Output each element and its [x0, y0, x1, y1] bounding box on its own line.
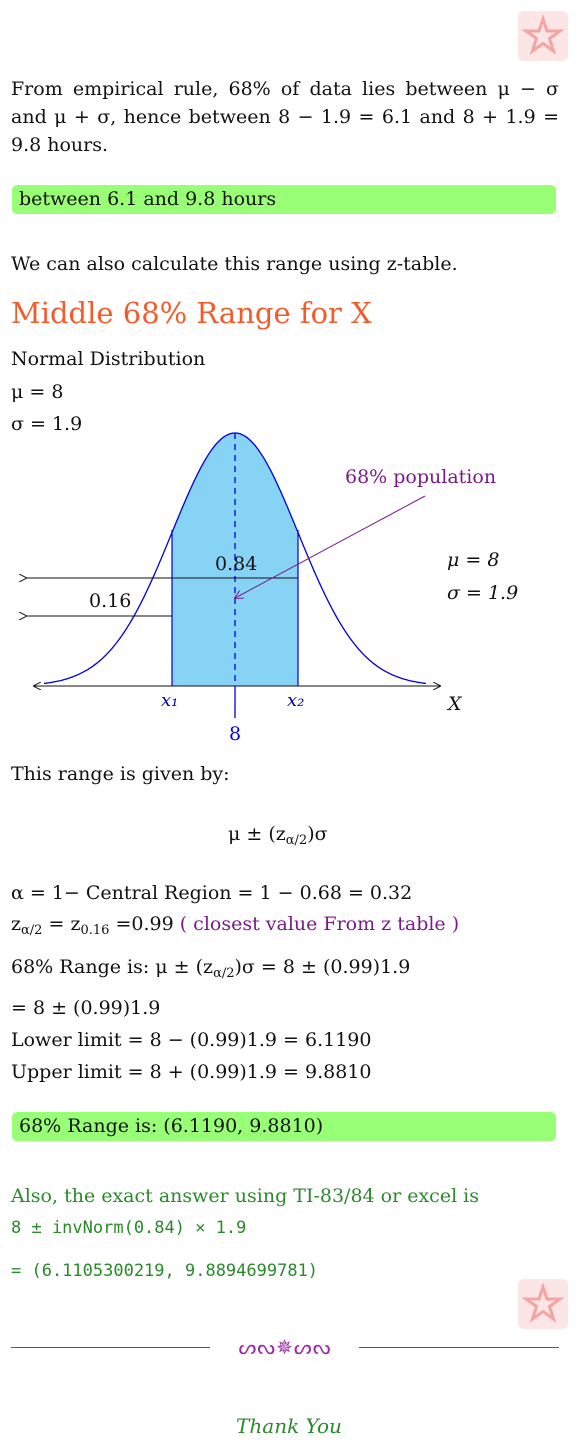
exact-answer-result: = (6.1105300219, 9.8894699781)	[11, 1261, 319, 1281]
z-symbol: z	[11, 913, 22, 935]
star-icon	[521, 14, 565, 55]
range-is-end: )σ = 8 ± (0.99)1.9	[234, 956, 411, 978]
range-is-start: 68% Range is: μ ± (z	[11, 956, 214, 978]
answer-highlight-2: 68% Range is: (6.1190, 9.8810)	[12, 1112, 556, 1141]
answer-highlight-1: between 6.1 and 9.8 hours	[12, 185, 556, 214]
z-equals: = z	[42, 913, 81, 935]
z-subscript-value: 0.16	[80, 923, 110, 938]
z-value-line: zα/2 = z0.16 =0.99 ( closest value From …	[11, 913, 459, 942]
lower-limit-line: Lower limit = 8 − (0.99)1.9 = 6.1190	[11, 1029, 372, 1051]
x1-label: x₁	[161, 690, 178, 711]
population-label: 68% population	[345, 466, 496, 488]
sigma-value: σ = 1.9	[11, 413, 83, 435]
upper-limit-line: Upper limit = 8 + (0.99)1.9 = 9.8810	[11, 1061, 372, 1083]
star-icon	[521, 1282, 565, 1323]
divider-left	[11, 1347, 210, 1348]
range-formula: μ ± (zα/2)σ	[228, 823, 328, 852]
mean-label: 8	[229, 723, 241, 745]
formula-end: )σ	[307, 823, 328, 845]
normal-distribution-figure: 68% population 0.84 0.16 μ = 8 σ = 1.9 x…	[0, 432, 518, 745]
range-is-subscript: α/2	[213, 966, 235, 981]
equation-line: = 8 ± (0.99)1.9	[11, 997, 161, 1019]
thank-you-text: Thank You	[236, 1414, 342, 1438]
lower-area-label: 0.16	[89, 590, 131, 612]
distribution-name: Normal Distribution	[11, 348, 206, 370]
brand-logo-top	[518, 11, 568, 61]
ornament-divider: ᔕᔓ✵ᔕᔓ	[238, 1335, 332, 1359]
range-is-line: 68% Range is: μ ± (zα/2)σ = 8 ± (0.99)1.…	[11, 956, 410, 985]
axis-label: X	[446, 693, 463, 715]
upper-area-label: 0.84	[215, 553, 257, 575]
ztable-note: We can also calculate this range using z…	[11, 253, 458, 275]
divider-right	[359, 1347, 559, 1348]
z-table-note: ( closest value From z table )	[173, 913, 460, 935]
population-arrow	[235, 495, 426, 598]
formula-subscript: α/2	[285, 833, 308, 848]
formula-main: μ ± (z	[228, 823, 286, 845]
empirical-rule-paragraph: From empirical rule, 68% of data lies be…	[11, 78, 559, 156]
x2-label: x₂	[287, 690, 304, 711]
mu-value: μ = 8	[11, 381, 64, 403]
figure-sigma-label: σ = 1.9	[447, 582, 518, 604]
exact-answer-intro: Also, the exact answer using TI-83/84 or…	[11, 1185, 480, 1207]
range-given-text: This range is given by:	[11, 763, 230, 785]
brand-logo-bottom	[518, 1279, 568, 1329]
z-result: =0.99	[109, 913, 174, 935]
z-subscript-alpha: α/2	[21, 923, 43, 938]
exact-answer-formula: 8 ± invNorm(0.84) × 1.9	[11, 1218, 247, 1238]
alpha-line: α = 1− Central Region = 1 − 0.68 = 0.32	[11, 882, 413, 904]
section-heading: Middle 68% Range for X	[11, 296, 372, 330]
figure-mu-label: μ = 8	[447, 549, 499, 571]
